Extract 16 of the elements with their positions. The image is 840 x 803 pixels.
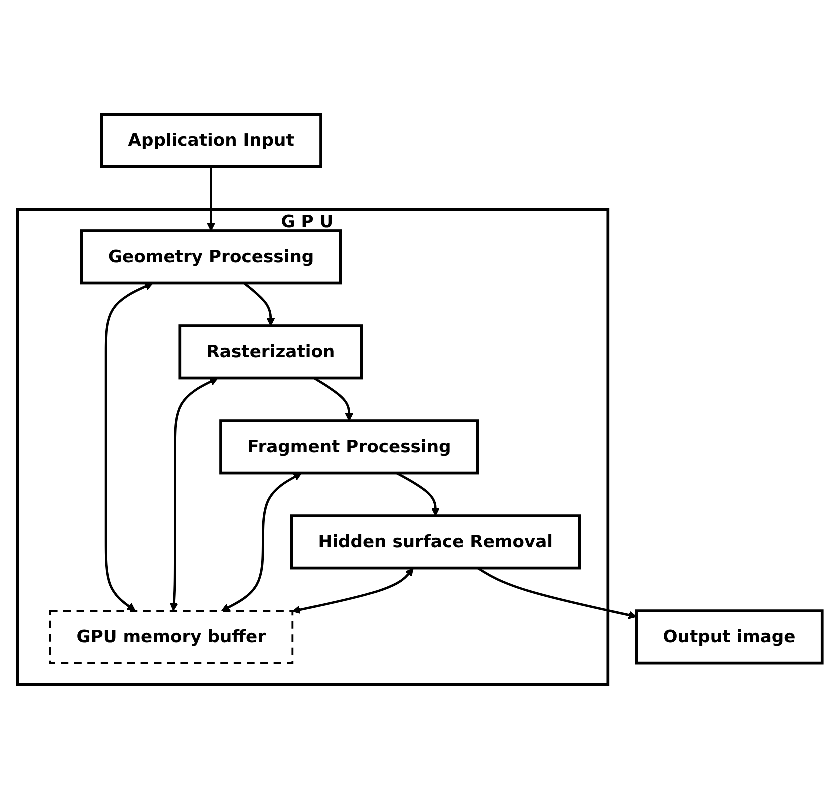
arrow (243, 282, 276, 326)
node-box: GPU memory buffer (49, 610, 294, 664)
arrow (314, 377, 354, 422)
node-box: Output image (635, 609, 824, 665)
node-box: Fragment Processing (220, 419, 480, 475)
arrow (104, 282, 154, 612)
arrow (292, 568, 414, 614)
arrow (170, 378, 218, 612)
node-box: Rasterization (178, 324, 364, 380)
arrow (207, 166, 216, 232)
arrow (396, 472, 440, 516)
arrow (477, 567, 638, 620)
node-box: Hidden surface Removal (290, 514, 582, 570)
node-box: Application Input (100, 113, 322, 168)
arrow (222, 472, 302, 612)
node-box: Geometry Processing (80, 229, 342, 285)
